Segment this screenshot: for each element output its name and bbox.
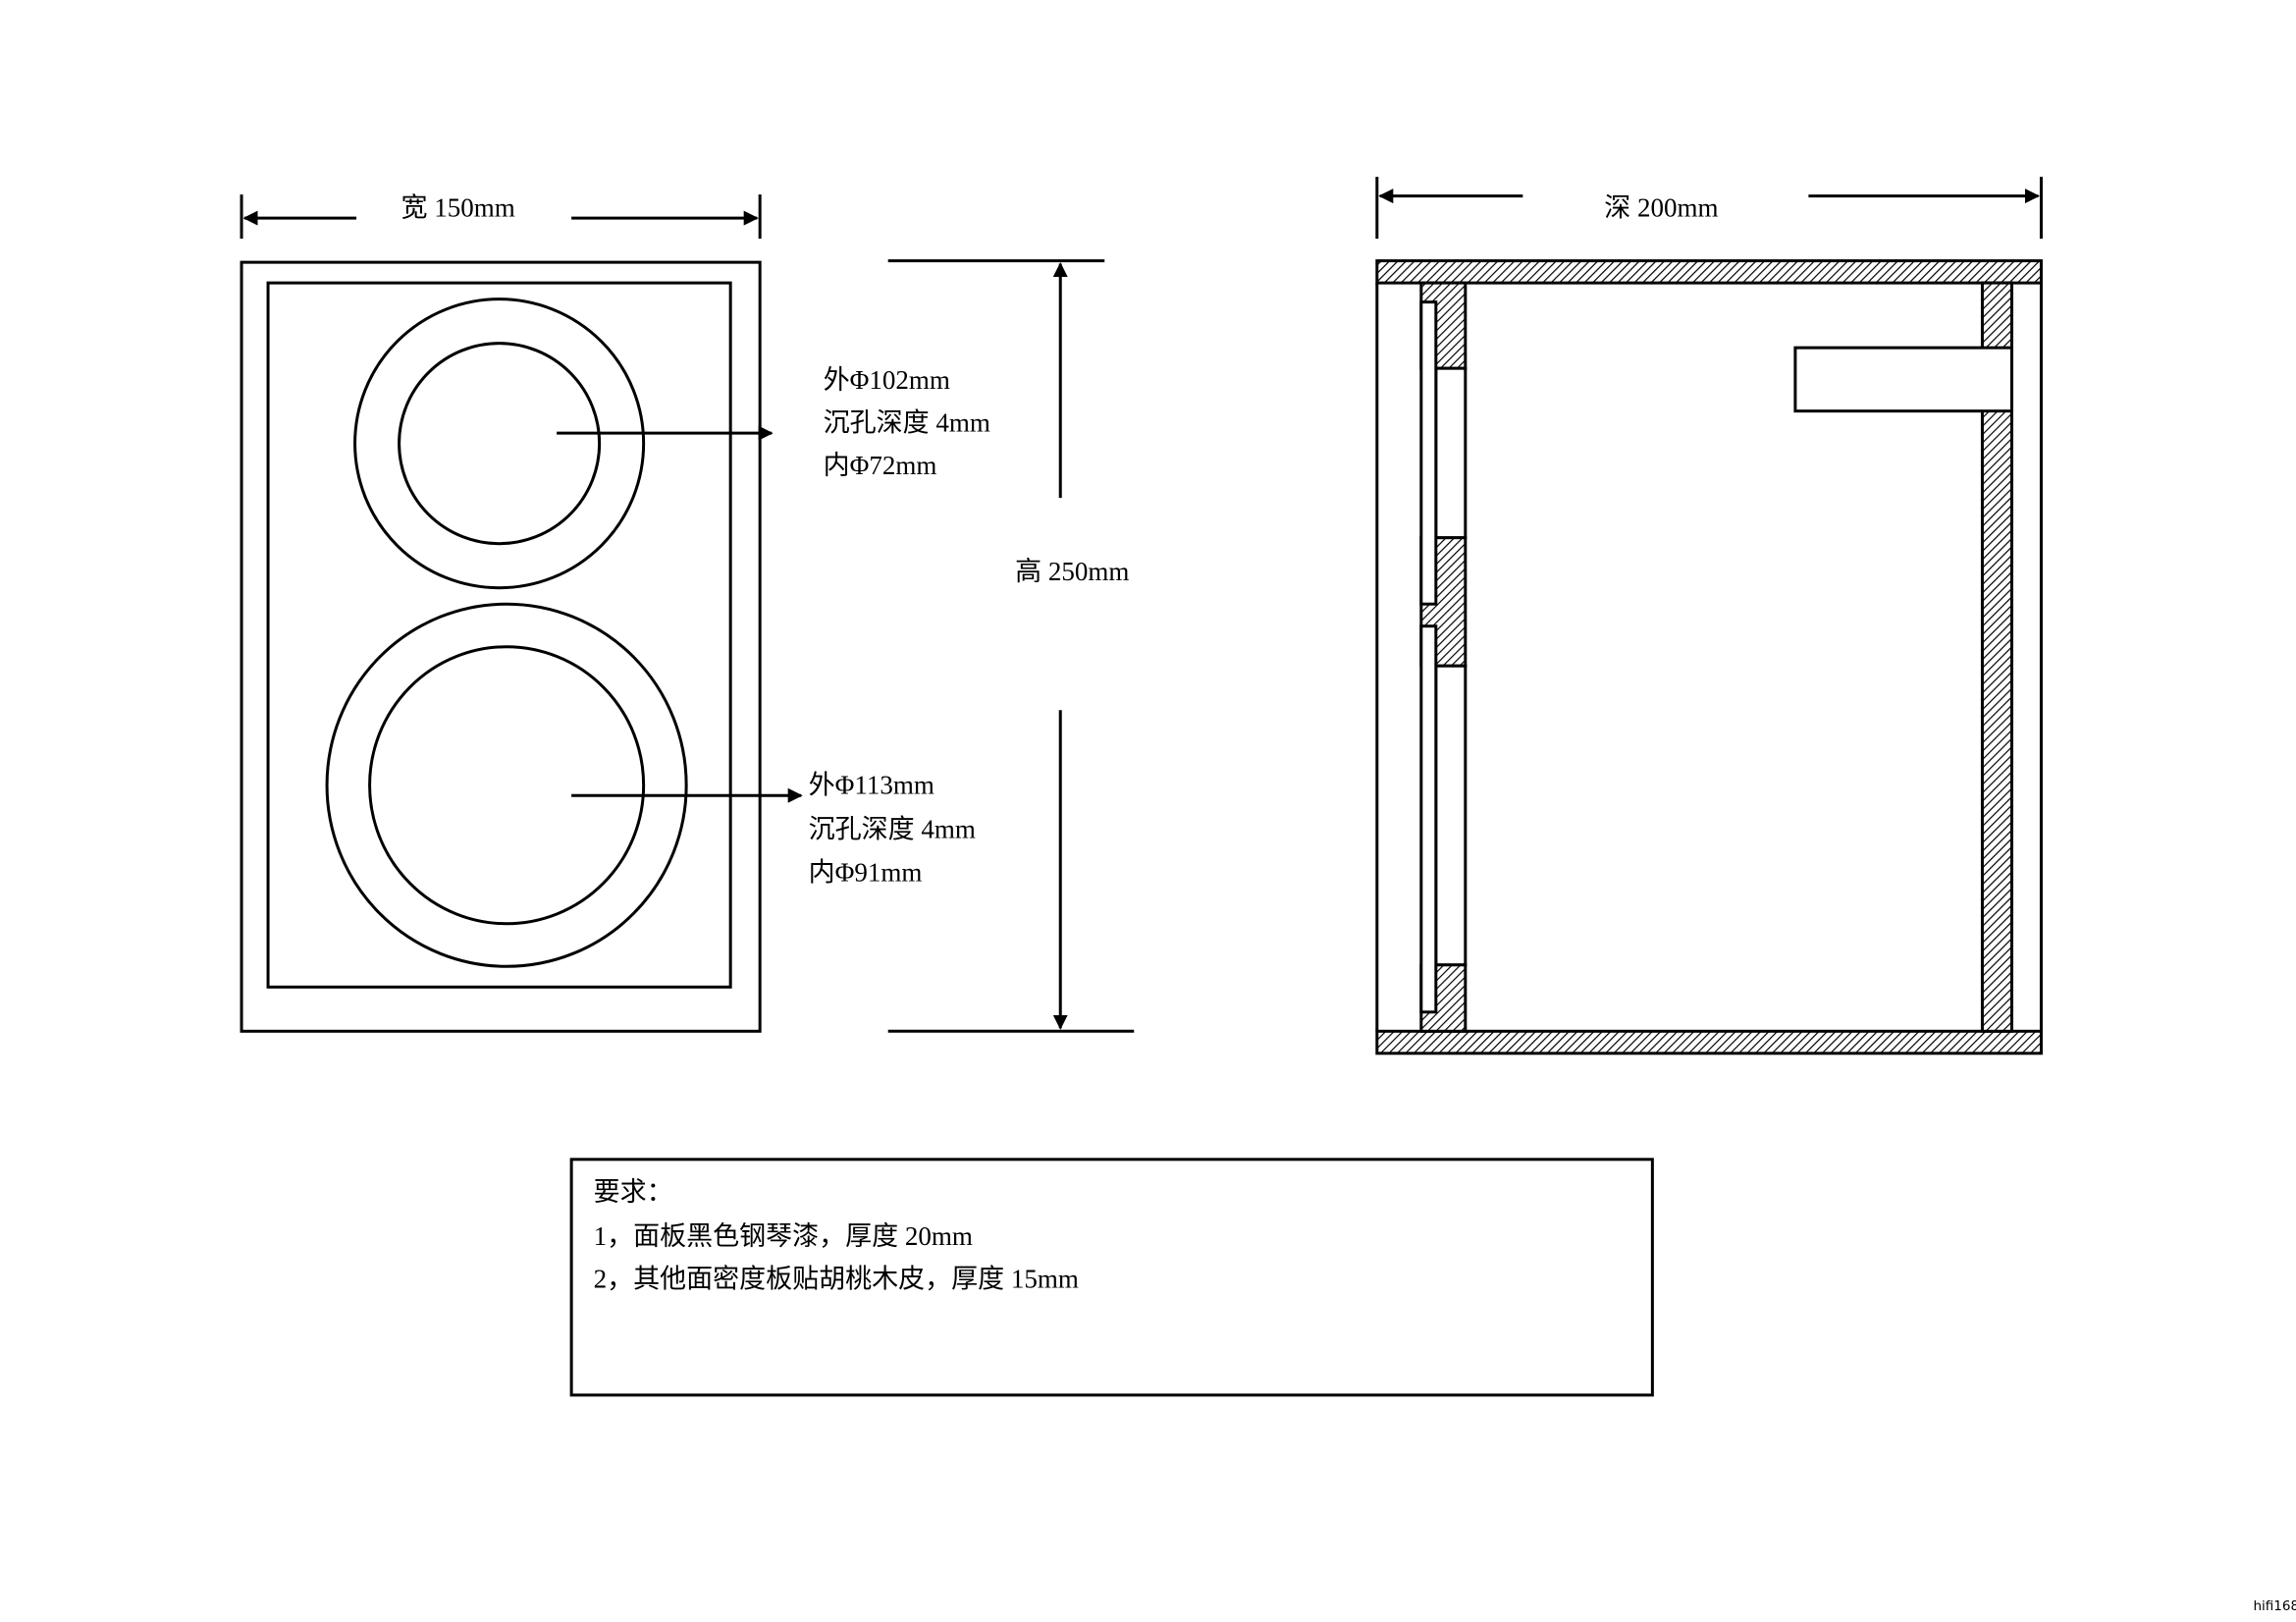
front-baffle bbox=[266, 281, 732, 989]
bottom-panel bbox=[1375, 1029, 2043, 1055]
woofer-recess-depth: 沉孔深度 4mm bbox=[809, 815, 976, 844]
front-outer-frame bbox=[240, 260, 762, 1033]
requirements-title: 要求： bbox=[594, 1177, 673, 1207]
tweeter-recess-depth: 沉孔深度 4mm bbox=[824, 408, 990, 438]
woofer-inner-diameter: 内Φ91mm bbox=[809, 857, 923, 887]
bass-port-tube bbox=[1793, 346, 2013, 413]
woofer-outer-diameter: 外Φ113mm bbox=[809, 771, 934, 800]
requirement-item: 2，其他面密度板贴胡桃木皮，厚度 15mm bbox=[594, 1264, 1079, 1293]
top-panel bbox=[1375, 259, 2043, 285]
side-section-view: 深 200mm bbox=[1375, 177, 2043, 1055]
woofer-cutout bbox=[325, 602, 688, 968]
requirements-box: 要求： 1，面板黑色钢琴漆，厚度 20mm 2，其他面密度板贴胡桃木皮，厚度 1… bbox=[569, 1158, 1654, 1397]
tweeter-cutout bbox=[353, 297, 646, 590]
watermark: hifi168.com bbox=[2253, 1598, 2296, 1614]
requirement-item: 1，面板黑色钢琴漆，厚度 20mm bbox=[594, 1221, 973, 1251]
front-view: 宽 150mm 外Φ102mm 沉孔深度 4mm 内Φ72mm 外Φ113mm … bbox=[240, 193, 1135, 1033]
width-label: 宽 150mm bbox=[400, 193, 514, 223]
tweeter-inner-diameter: 内Φ72mm bbox=[824, 451, 937, 480]
front-baffle-section bbox=[1419, 281, 1468, 1033]
height-label: 高 250mm bbox=[1015, 557, 1129, 586]
tweeter-outer-diameter: 外Φ102mm bbox=[824, 365, 950, 395]
depth-label: 深 200mm bbox=[1604, 193, 1718, 223]
